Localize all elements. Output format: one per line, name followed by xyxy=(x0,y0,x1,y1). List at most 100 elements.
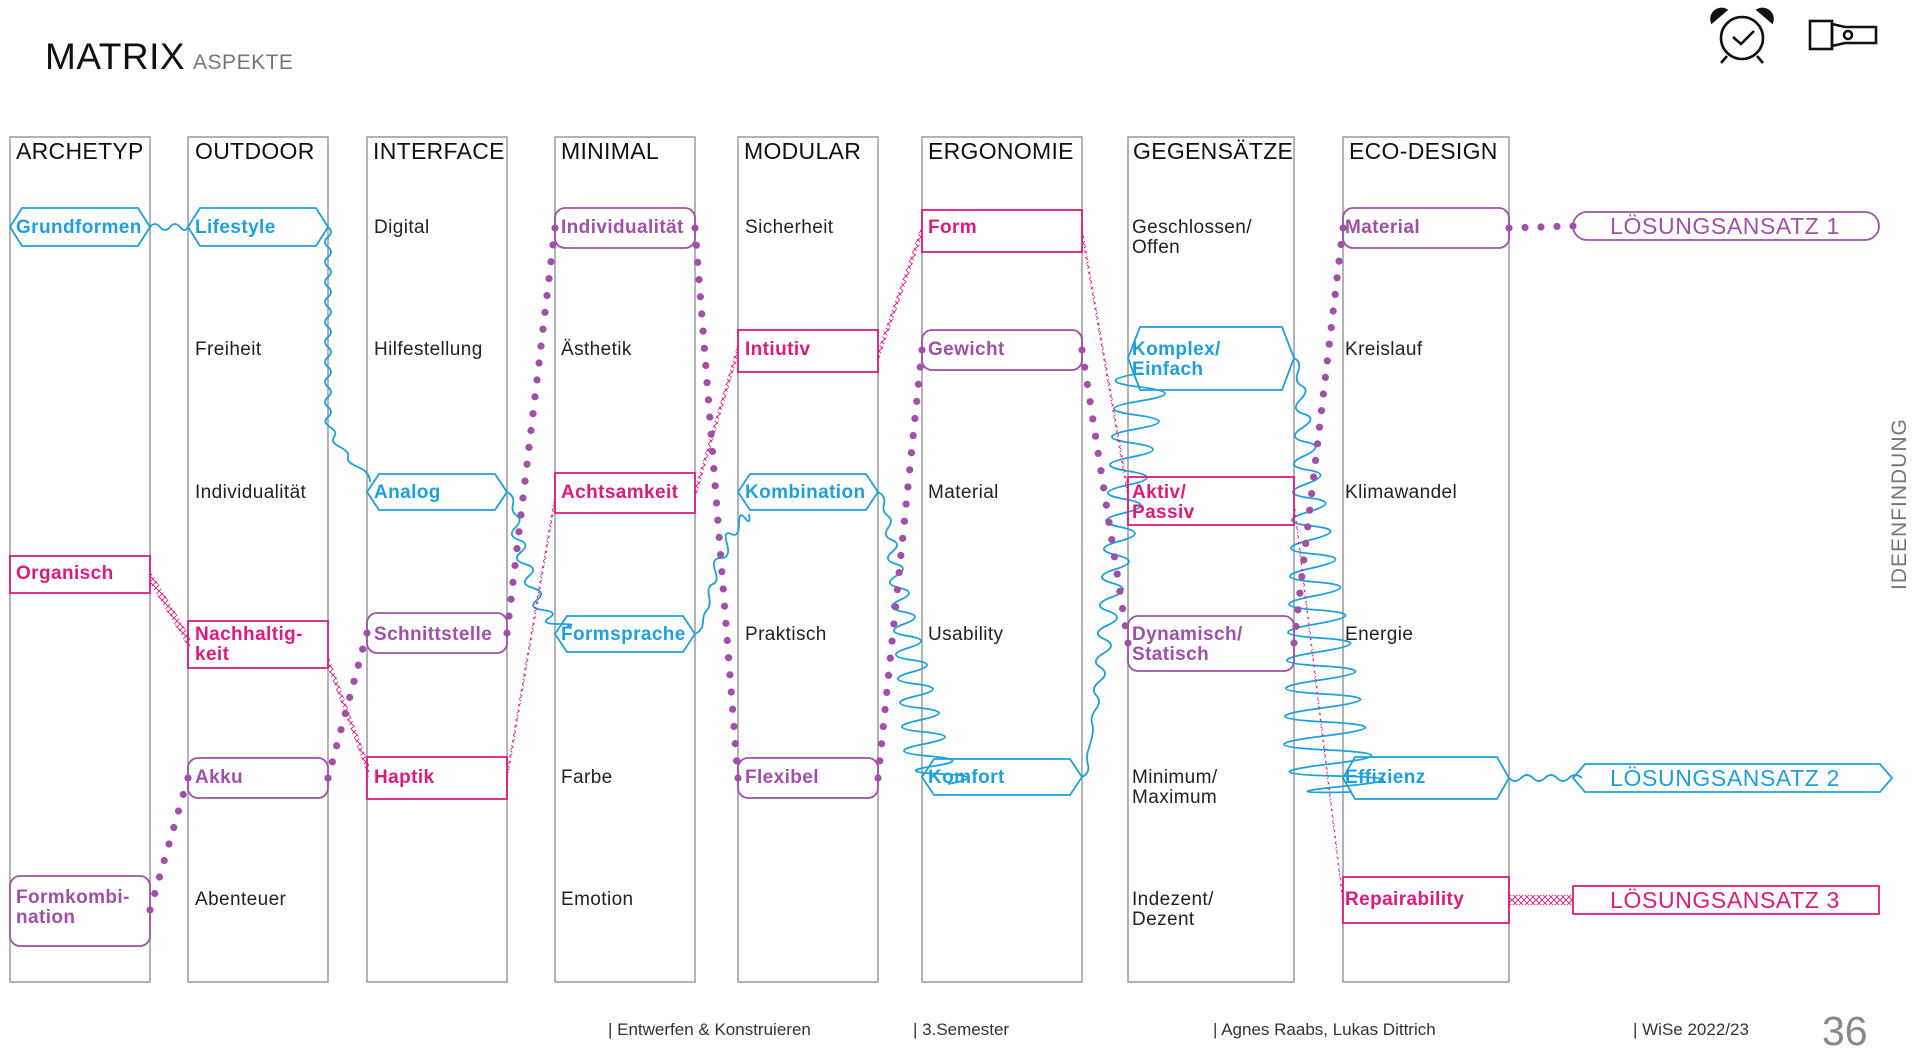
purple-dot xyxy=(505,612,513,620)
purple-dot xyxy=(341,709,349,718)
purple-dot xyxy=(1325,340,1333,348)
column-header-archetyp: ARCHETYP xyxy=(16,138,144,164)
purple-dot xyxy=(1094,449,1102,458)
purple-dot xyxy=(899,534,907,542)
matrix-item-abenteuer: Abenteuer xyxy=(195,889,287,910)
purple-dot xyxy=(517,511,525,519)
blue-tag-frame xyxy=(1571,763,1894,793)
purple-dot xyxy=(1078,346,1086,354)
purple-dot xyxy=(907,449,916,457)
purple-dot xyxy=(1302,539,1310,548)
blue-tag-frame xyxy=(920,758,1084,796)
purple-dot xyxy=(695,275,703,284)
matrix-item-praktisch: Praktisch xyxy=(745,624,827,645)
purple-dot xyxy=(541,308,549,316)
flashlight-icon xyxy=(1808,19,1878,51)
purple-dot xyxy=(1089,415,1097,423)
matrix-item-minimum-maximum: Minimum/ Maximum xyxy=(1132,767,1218,808)
purple-dot xyxy=(886,654,894,662)
purple-dot xyxy=(909,432,917,440)
purple-dot xyxy=(525,443,533,451)
purple-dot xyxy=(888,637,896,645)
blue-tag-frame xyxy=(8,207,152,247)
purple-dot xyxy=(918,346,926,354)
purple-dot xyxy=(363,629,371,637)
purple-dot xyxy=(1300,556,1308,564)
matrix-item-organisch: Organisch xyxy=(16,563,114,584)
matrix-item-aesthetik: Ästhetik xyxy=(561,339,632,360)
purple-dot xyxy=(184,774,192,782)
purple-dot xyxy=(1308,490,1316,498)
purple-dot xyxy=(1290,639,1298,647)
purple-dot xyxy=(543,291,551,300)
column-header-minimal: MINIMAL xyxy=(561,138,659,164)
alarm-clock-icon xyxy=(1710,7,1774,64)
purple-dot xyxy=(1306,506,1314,514)
matrix-item-energie: Energie xyxy=(1345,624,1414,645)
purple-dot xyxy=(515,528,523,536)
purple-dot xyxy=(703,379,711,387)
column-frame xyxy=(737,136,879,983)
column-header-eco-design: ECO-DESIGN xyxy=(1349,138,1498,164)
purple-dot xyxy=(1329,307,1337,315)
column-header-modular: MODULAR xyxy=(744,138,862,164)
purple-dot xyxy=(884,671,893,679)
purple-dot xyxy=(724,654,733,662)
purple-dot xyxy=(1294,606,1302,614)
purple-dot xyxy=(719,585,727,593)
purple-dot xyxy=(1108,535,1116,544)
blue-tag-frame xyxy=(553,615,697,653)
purple-dot xyxy=(706,413,714,421)
purple-dot xyxy=(902,500,910,508)
matrix-item-achtsamkeit: Achtsamkeit xyxy=(561,482,679,503)
purple-dot xyxy=(1081,363,1089,371)
purple-dot xyxy=(531,393,539,401)
purple-dot xyxy=(1105,518,1113,526)
purple-dot xyxy=(1331,290,1339,298)
matrix-item-geschlossen-offen: Geschlossen/ Offen xyxy=(1132,217,1252,258)
blue-tag-frame xyxy=(736,473,880,511)
purple-dot xyxy=(916,363,924,371)
purple-dot xyxy=(527,426,535,435)
matrix-item-formkombination: Formkombi- nation xyxy=(16,887,130,928)
column-header-outdoor: OUTDOOR xyxy=(195,138,315,164)
matrix-item-gewicht: Gewicht xyxy=(928,339,1005,360)
purple-dot xyxy=(1319,390,1327,398)
purple-dot xyxy=(696,293,704,301)
matrix-item-kombination: Kombination xyxy=(745,482,866,503)
column-frame xyxy=(1127,136,1295,983)
purple-dot xyxy=(911,414,919,423)
purple-dot xyxy=(1335,257,1343,265)
purple-dot xyxy=(1537,223,1545,231)
footer-semester: | 3.Semester xyxy=(913,1020,1010,1039)
purple-dot xyxy=(529,410,537,418)
purple-dot xyxy=(174,807,183,815)
blue-tag-frame xyxy=(1127,326,1295,391)
purple-dot xyxy=(1298,573,1306,581)
purple-dot xyxy=(702,361,710,370)
purple-dot xyxy=(893,586,901,594)
purple-dot xyxy=(897,551,905,560)
purple-dot xyxy=(883,688,891,697)
purple-dot xyxy=(1086,398,1094,406)
solution-label-1: LÖSUNGSANSATZ 1 xyxy=(1610,213,1840,239)
purple-dot xyxy=(545,275,553,283)
purple-dot xyxy=(704,396,713,404)
purple-dot xyxy=(537,342,545,350)
purple-dot xyxy=(1113,570,1121,578)
purple-dot xyxy=(337,726,345,734)
purple-dot xyxy=(1097,467,1105,475)
column-frame xyxy=(9,136,151,983)
purple-dot xyxy=(722,619,730,627)
purple-dot xyxy=(535,359,543,367)
matrix-item-individualitaet-minimal: Individualität xyxy=(561,217,684,238)
purple-dot xyxy=(509,578,517,586)
purple-dot xyxy=(333,742,341,750)
matrix-item-emotion: Emotion xyxy=(561,889,634,910)
column-header-gegensaetze: GEGENSÄTZE xyxy=(1133,138,1294,164)
matrix-item-klimawandel: Klimawandel xyxy=(1345,482,1458,503)
purple-dot xyxy=(1553,222,1561,231)
purple-dot xyxy=(895,568,903,577)
matrix-item-effizienz: Effizienz xyxy=(1345,767,1426,788)
